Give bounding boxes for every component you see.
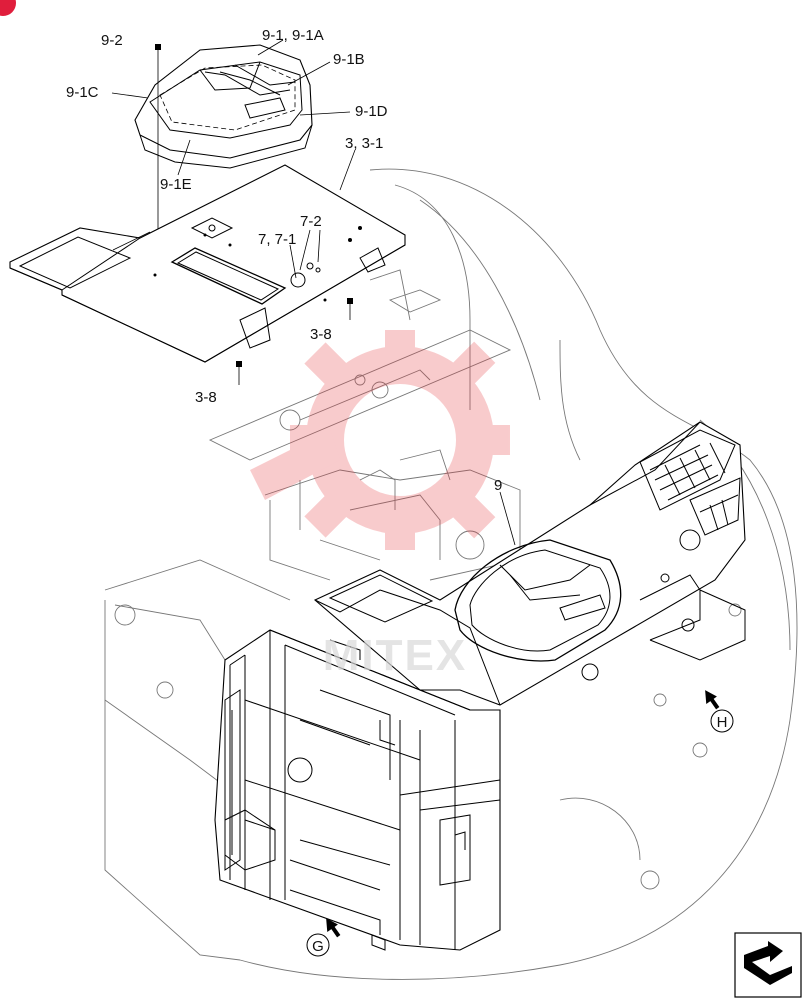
label-9-1: 9-1, 9-1A	[262, 27, 324, 44]
label-9-1c: 9-1C	[66, 84, 99, 101]
grille-vents	[639, 429, 741, 536]
watermark-text: MITEX	[323, 631, 467, 680]
watermark-logo	[250, 330, 510, 550]
corner-badge	[0, 0, 16, 16]
label-3-8-a: 3-8	[310, 326, 332, 343]
label-7-2: 7-2	[300, 213, 322, 230]
label-3-8-b: 3-8	[195, 389, 217, 406]
leader-lines	[111, 39, 516, 546]
bolt-3-8-a	[347, 298, 353, 320]
cover-9-1	[134, 44, 313, 169]
navigate-view-icon[interactable]	[734, 932, 802, 998]
arrow-g	[326, 918, 341, 938]
arrow-h	[705, 690, 720, 710]
callout-circle-h: H	[710, 709, 734, 733]
label-9-2: 9-2	[101, 32, 123, 49]
callout-circle-g: G	[306, 933, 330, 957]
cooler-frame	[214, 629, 501, 951]
machine-body-outline	[104, 168, 798, 980]
floor-plate-assembled	[313, 421, 746, 706]
label-9-1d: 9-1D	[355, 103, 388, 120]
label-9-1e: 9-1E	[160, 176, 192, 193]
floor-plate-3	[9, 164, 406, 363]
bolt-3-8-b	[236, 361, 242, 385]
label-3: 3, 3-1	[345, 135, 383, 152]
label-9-1b: 9-1B	[333, 51, 365, 68]
callout-label-g: G	[312, 938, 324, 955]
label-7: 7, 7-1	[258, 231, 296, 248]
callout-label-h: H	[717, 714, 728, 731]
label-9: 9	[494, 477, 502, 494]
